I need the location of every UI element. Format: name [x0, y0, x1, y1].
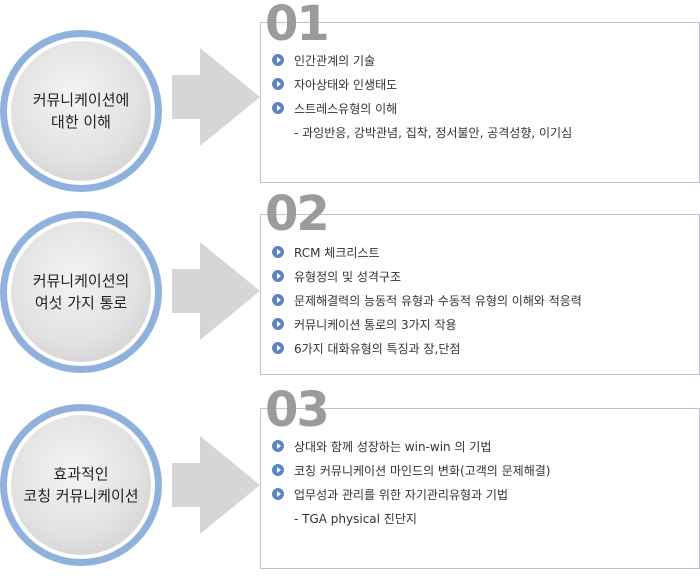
item-list: RCM 체크리스트 유형정의 및 성격구조 문제해결력의 능동적 유형과 수동적…: [272, 240, 582, 360]
list-item: 6가지 대화유형의 특징과 장,단점: [272, 336, 582, 360]
circle-title-line2: 대한 이해: [51, 113, 111, 131]
sub-item: - TGA physical 진단지: [294, 511, 417, 526]
list-item: 자아상태와 인생태도: [272, 72, 572, 96]
section-number: 01: [265, 0, 330, 52]
circle-title-line1: 커뮤니케이션의: [32, 272, 130, 290]
item-list: 인간관계의 기술 자아상태와 인생태도 스트레스유형의 이해 - 과잉반응, 강…: [272, 48, 572, 144]
arrow-bullet-icon: [272, 318, 284, 330]
list-item: 상대와 함께 성장하는 win-win 의 기법: [272, 434, 550, 458]
section-02: 커뮤니케이션의 여섯 가지 통로 02 RCM 체크리스트 유형정의 및 성격구…: [0, 186, 700, 382]
arrow-right-icon: [172, 436, 260, 534]
section-circle: 효과적인 코칭 커뮤니케이션: [0, 404, 162, 566]
content-box: [260, 22, 700, 183]
circle-title-line1: 커뮤니케이션에: [32, 91, 130, 109]
list-item: 커뮤니케이션 통로의 3가지 작용: [272, 312, 582, 336]
arrow-bullet-icon: [272, 54, 284, 66]
circle-title-line1: 효과적인: [53, 465, 109, 483]
arrow-bullet-icon: [272, 246, 284, 258]
content-box: [260, 214, 700, 375]
circle-title-line2: 코칭 커뮤니케이션: [23, 487, 139, 505]
section-number: 03: [265, 382, 330, 438]
list-item: 업무성과 관리를 위한 자기관리유형과 기법: [272, 482, 550, 506]
section-03: 효과적인 코칭 커뮤니케이션 03 상대와 함께 성장하는 win-win 의 …: [0, 386, 700, 576]
content-box: [260, 408, 700, 569]
list-item: 스트레스유형의 이해: [272, 96, 572, 120]
arrow-bullet-icon: [272, 488, 284, 500]
arrow-bullet-icon: [272, 294, 284, 306]
list-item: 문제해결력의 능동적 유형과 수동적 유형의 이해와 적응력: [272, 288, 582, 312]
arrow-bullet-icon: [272, 342, 284, 354]
list-item: 인간관계의 기술: [272, 48, 572, 72]
section-circle: 커뮤니케이션에 대한 이해: [0, 30, 162, 192]
arrow-right-icon: [172, 242, 260, 340]
circle-title-line2: 여섯 가지 통로: [34, 294, 128, 312]
arrow-bullet-icon: [272, 102, 284, 114]
arrow-bullet-icon: [272, 78, 284, 90]
section-01: 커뮤니케이션에 대한 이해 01 인간관계의 기술 자아상태와 인생태도 스트레…: [0, 0, 700, 192]
item-list: 상대와 함께 성장하는 win-win 의 기법 코칭 커뮤니케이션 마인드의 …: [272, 434, 550, 530]
arrow-bullet-icon: [272, 464, 284, 476]
arrow-bullet-icon: [272, 270, 284, 282]
section-circle: 커뮤니케이션의 여섯 가지 통로: [0, 211, 162, 373]
list-item: 코칭 커뮤니케이션 마인드의 변화(고객의 문제해결): [272, 458, 550, 482]
list-item: RCM 체크리스트: [272, 240, 582, 264]
sub-item: - 과잉반응, 강박관념, 집착, 정서불안, 공격성향, 이기심: [294, 125, 573, 140]
arrow-right-icon: [172, 48, 260, 146]
section-number: 02: [265, 186, 330, 242]
arrow-bullet-icon: [272, 440, 284, 452]
list-item: 유형정의 및 성격구조: [272, 264, 582, 288]
